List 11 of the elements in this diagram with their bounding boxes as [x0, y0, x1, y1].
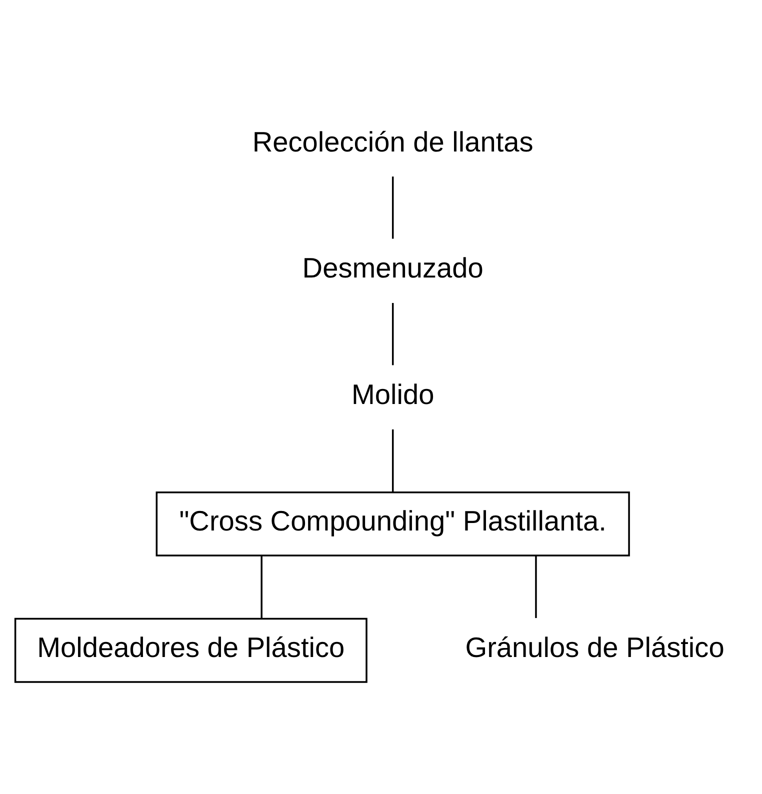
node-text: Molido	[351, 378, 434, 410]
connector	[535, 555, 537, 618]
node-text: Desmenuzado	[302, 252, 484, 284]
node-text: Recolección de llantas	[252, 126, 534, 157]
connector	[260, 555, 262, 618]
node-box: "Cross Compounding" Plastillanta.	[156, 490, 630, 556]
connector	[392, 428, 394, 492]
connector	[392, 302, 394, 365]
node-text: Gránulos de Plástico	[465, 632, 724, 663]
node-box: Moldeadores de Plástico	[14, 617, 368, 682]
connector	[392, 176, 394, 238]
